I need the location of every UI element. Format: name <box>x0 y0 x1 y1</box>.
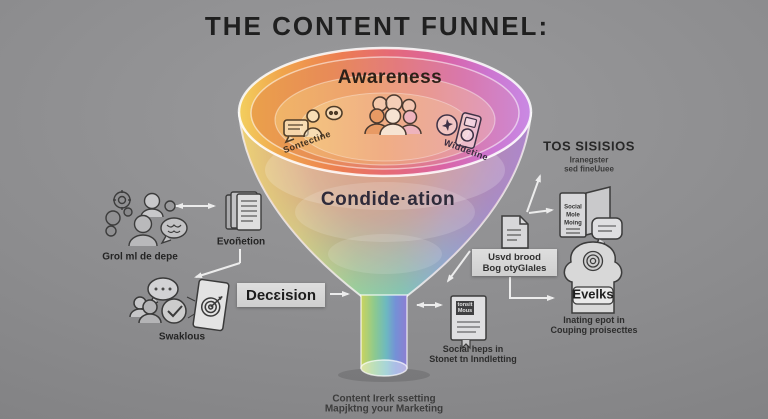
right-header-sub2: sed fineUuee <box>564 164 614 174</box>
booklet-caption-line2: Stonet tn Inndletting <box>429 353 517 364</box>
booklet-icon <box>450 295 487 350</box>
right-header: TOS SISISIOS <box>543 138 635 154</box>
stage-consideration-label: Condide·ation <box>320 189 456 211</box>
decision-cluster-label: Swaklous <box>158 331 206 343</box>
audience-group-icon <box>364 94 422 136</box>
funnel-stem <box>360 294 408 377</box>
stage-decision-box: Decɛision <box>237 283 325 307</box>
person-chat-icon <box>283 105 343 144</box>
brochure-text-line3: Moing <box>564 220 582 227</box>
connector-arrows <box>175 174 555 308</box>
booklet-caption-line1: Social heps in <box>442 343 504 354</box>
decision-cluster-icon <box>129 277 230 332</box>
badge-caption-line2: Couping proisecttes <box>550 324 638 335</box>
bottom-caption-line1: Content Irerk ssetting <box>332 393 436 405</box>
used-blog-box: Usvd brood Bog otyGlales <box>472 249 557 276</box>
right-header-sub1: Iranegster <box>569 155 609 165</box>
book-stack-icon <box>225 191 262 231</box>
bottom-caption-line2: Mapjktng your Marketing <box>324 403 444 415</box>
stage-awareness-label: Awareness <box>337 67 443 89</box>
page-title: THE CONTENT FUNNEL: <box>204 11 550 42</box>
brochure-text-line2: Mole <box>566 212 580 219</box>
badge-label: Evelks <box>572 286 614 302</box>
pin-phone-icon <box>436 112 482 150</box>
used-blog-line1: Usvd brood <box>488 251 541 263</box>
badge-icon <box>563 241 623 314</box>
booklet-text-line2: Mous <box>457 307 473 314</box>
group-people-icon <box>105 190 188 247</box>
used-blog-line2: Bog otyGlales <box>482 262 547 274</box>
brochure-text-line1: Social <box>564 204 582 211</box>
group-people-label: Grol ml de depe <box>102 251 178 263</box>
brochure-social-icon <box>559 186 623 249</box>
badge-caption-line1: Inating epot in <box>563 314 625 325</box>
booklet-text-line1: tonsit <box>457 301 473 308</box>
funnel-rim <box>237 46 533 178</box>
document-icon <box>501 215 529 249</box>
stage-decision-label: Decɛision <box>246 286 316 304</box>
book-stack-label: Evoñetion <box>216 236 266 248</box>
